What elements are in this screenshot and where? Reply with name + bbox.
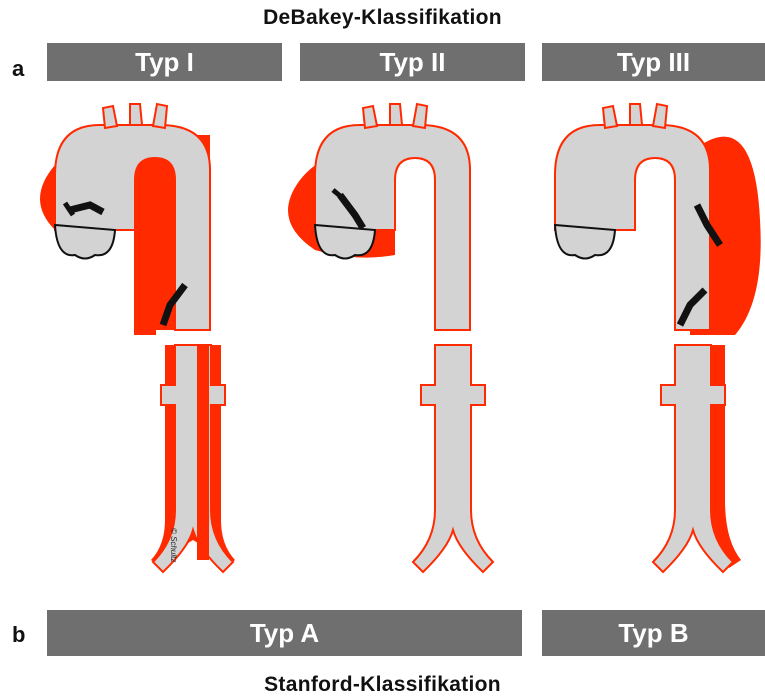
author-signature: © Schultz xyxy=(169,528,178,562)
row-label-b: b xyxy=(12,622,25,648)
stanford-type-a-label: Typ A xyxy=(47,610,522,656)
stanford-title: Stanford-Klassifikation xyxy=(0,673,765,697)
aorta-type-3-diagram xyxy=(555,104,761,572)
aorta-type-1-diagram xyxy=(40,104,235,572)
aorta-type-2-diagram xyxy=(288,104,493,572)
stanford-type-b-label: Typ B xyxy=(542,610,765,656)
